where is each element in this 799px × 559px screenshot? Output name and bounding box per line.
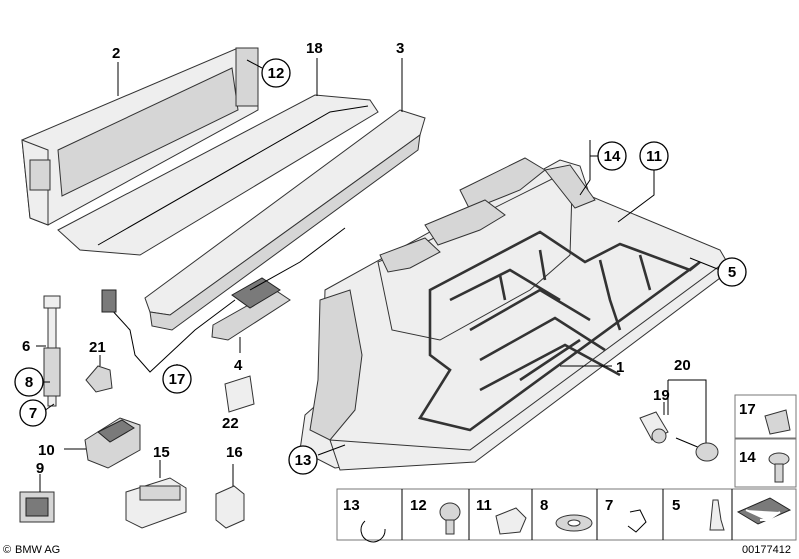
callout-8-circle xyxy=(14,367,44,397)
part-20-key xyxy=(675,437,719,462)
callout-13-circle xyxy=(288,445,318,475)
callout-17: 17 xyxy=(169,371,186,388)
footer-drawing-number: 00177412 xyxy=(742,544,791,556)
part-15-switch xyxy=(125,477,187,529)
callout-14-circle xyxy=(597,141,627,171)
callout-19: 19 xyxy=(653,387,670,404)
callout-3: 3 xyxy=(396,40,404,57)
part-3-upper-cover xyxy=(144,109,426,331)
part-19-lock-cylinder xyxy=(639,411,669,444)
legend-right-17: 17 xyxy=(739,401,756,418)
callout-11-circle xyxy=(639,141,669,171)
callout-1: 1 xyxy=(616,359,624,376)
callout-15: 15 xyxy=(153,444,170,461)
part-2-rear-panel xyxy=(21,47,259,226)
callout-13: 13 xyxy=(295,452,312,469)
callout-12: 12 xyxy=(268,65,285,82)
footer-copyright-symbol: © xyxy=(3,544,11,556)
callout-20: 20 xyxy=(674,357,691,374)
part-6-strut xyxy=(43,295,61,407)
legend-bottom-13: 13 xyxy=(343,497,360,514)
legend-right-14: 14 xyxy=(739,449,756,466)
legend-right: 17 14 xyxy=(734,394,797,488)
callout-17-circle xyxy=(162,364,192,394)
callout-22: 22 xyxy=(222,415,239,432)
callout-2: 2 xyxy=(112,45,120,62)
legend-bottom-5: 5 xyxy=(672,497,680,514)
part-9-switch xyxy=(19,491,55,523)
part-4-lock xyxy=(101,227,346,373)
callout-7-circle xyxy=(19,399,47,427)
callout-10: 10 xyxy=(38,442,55,459)
legend-bottom: 13 12 11 8 7 5 xyxy=(336,488,797,543)
footer-brand: BMW AG xyxy=(15,544,60,556)
part-10-lock-housing xyxy=(84,417,141,469)
part-16-clip xyxy=(215,485,245,529)
part-21-lamp xyxy=(85,365,113,393)
callout-16: 16 xyxy=(226,444,243,461)
callout-7: 7 xyxy=(29,405,37,422)
legend-bottom-7: 7 xyxy=(605,497,613,514)
callout-21: 21 xyxy=(89,339,106,356)
part-1-glove-box xyxy=(299,157,729,471)
callout-5: 5 xyxy=(728,264,736,281)
callout-6: 6 xyxy=(22,338,30,355)
part-22-cap xyxy=(224,375,255,413)
legend-bottom-12: 12 xyxy=(410,497,427,514)
legend-bottom-11: 11 xyxy=(476,497,492,514)
callout-12-circle xyxy=(261,58,291,88)
callout-5-circle xyxy=(717,257,747,287)
callout-8: 8 xyxy=(25,374,33,391)
part-18-cover xyxy=(57,94,379,256)
callout-14: 14 xyxy=(604,148,621,165)
callout-18: 18 xyxy=(306,40,323,57)
callout-4: 4 xyxy=(234,357,243,374)
legend-bottom-8: 8 xyxy=(540,497,548,514)
callout-11: 11 xyxy=(646,148,662,165)
callout-9: 9 xyxy=(36,460,44,477)
